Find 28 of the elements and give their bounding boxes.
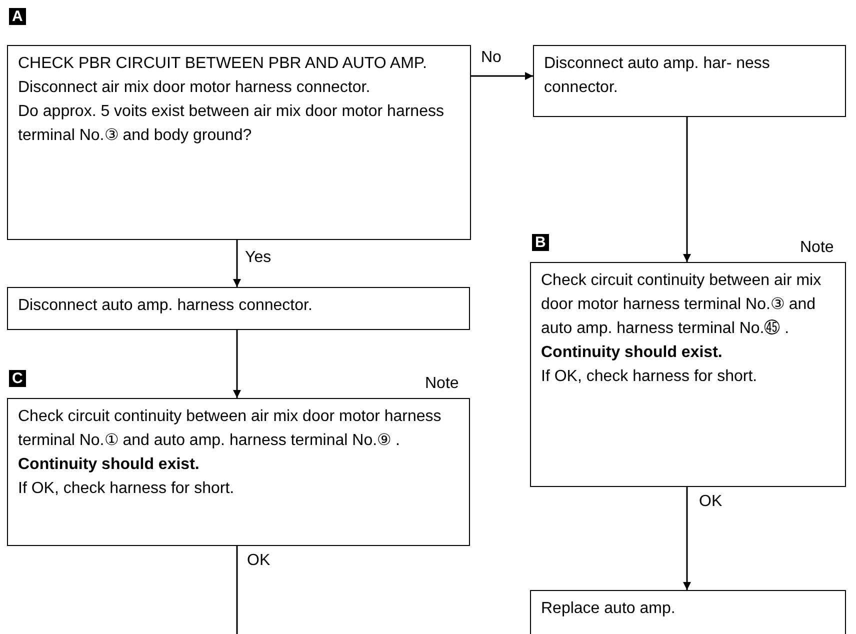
step-text: Continuity should exist. [18, 455, 200, 475]
process-box [7, 287, 470, 330]
step-text: If OK, check harness for short. [18, 479, 236, 499]
step-text: Do approx. 5 voits exist between air mix door motor harness terminal No.③ and body ground? [18, 102, 445, 146]
note-label: Note [425, 374, 459, 394]
step-text: Disconnect auto amp. har- ness connector. [544, 54, 771, 98]
step-letter-badge: B [532, 234, 549, 251]
arrow [233, 330, 241, 398]
note-label: Note [800, 238, 834, 258]
process-box [7, 398, 470, 546]
process-box [7, 45, 471, 240]
arrow [471, 72, 533, 80]
step-text: CHECK PBR CIRCUIT BETWEEN PBR AND AUTO AMP. [18, 54, 428, 74]
step-text: Check circuit continuity between air mix door motor harness terminal No.① and auto amp. harness terminal No.⑨ . [18, 407, 442, 451]
step-text: Continuity should exist. [541, 343, 724, 363]
step-letter-badge: C [9, 370, 26, 387]
step-text: Replace auto amp. [541, 599, 676, 619]
step-text: Disconnect auto amp. harness connector. [18, 296, 314, 316]
process-box [530, 590, 846, 634]
process-box [533, 45, 846, 117]
step-text: Disconnect air mix door motor harness connector. [18, 78, 372, 98]
arrow [233, 240, 241, 287]
process-box [530, 262, 846, 487]
step-text: Check circuit continuity between air mix door motor harness terminal No.③ and auto amp. harness terminal No.㊺ . [541, 271, 822, 339]
step-text: If OK, check harness for short. [541, 367, 758, 387]
step-letter-badge: A [9, 8, 26, 25]
arrow [683, 117, 691, 262]
arrow [683, 487, 691, 590]
